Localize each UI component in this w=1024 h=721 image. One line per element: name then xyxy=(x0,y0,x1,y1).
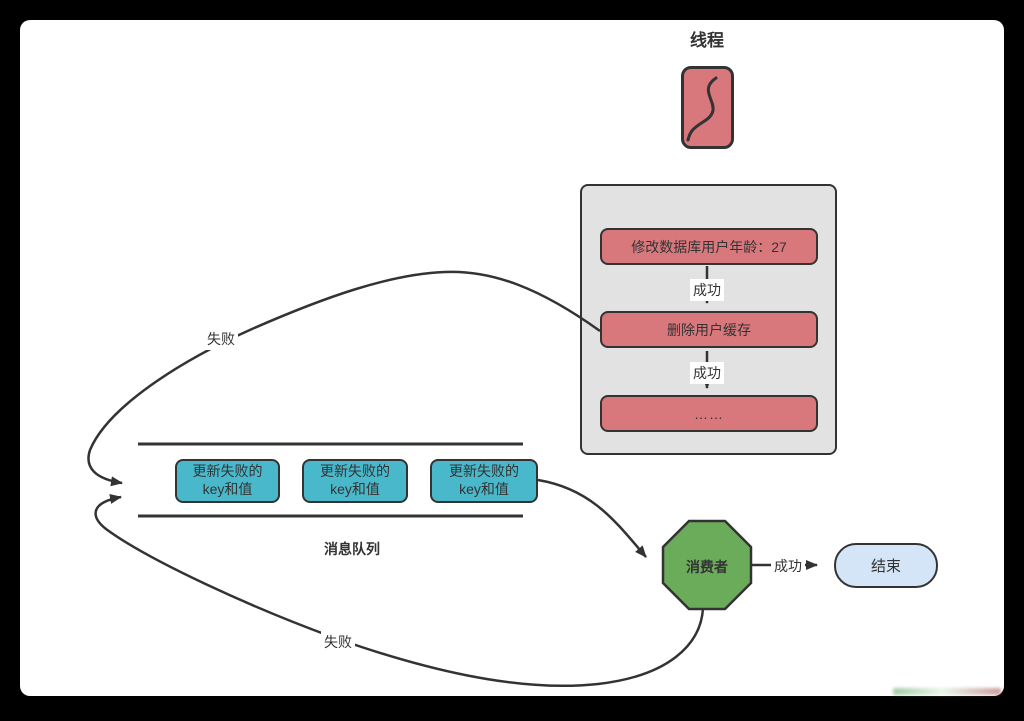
end-node: 结束 xyxy=(834,543,938,588)
thread-icon xyxy=(681,66,734,149)
step-ellipsis: …… xyxy=(600,395,818,432)
step-delete-cache: 删除用户缓存 xyxy=(600,311,818,348)
queue-item-1-line2: key和值 xyxy=(202,481,253,497)
step-update-db: 修改数据库用户年龄：27 xyxy=(600,228,818,265)
queue-item-2: 更新失败的 key和值 xyxy=(302,459,408,503)
end-node-label: 结束 xyxy=(870,558,901,575)
diagram-title: 线程 xyxy=(690,31,724,50)
step-update-db-label: 修改数据库用户年龄：27 xyxy=(631,238,787,255)
watermark-remnant xyxy=(893,688,1001,695)
success-label-2: 成功 xyxy=(690,362,724,384)
queue-item-1: 更新失败的 key和值 xyxy=(175,459,280,503)
queue-item-1-line1: 更新失败的 xyxy=(192,463,263,480)
diagram-canvas xyxy=(20,20,1004,696)
queue-item-3: 更新失败的 key和值 xyxy=(430,459,538,503)
step-delete-cache-label: 删除用户缓存 xyxy=(667,321,751,338)
queue-item-2-line1: 更新失败的 xyxy=(320,463,390,480)
success-label-3: 成功 xyxy=(771,555,805,577)
fail-label-upper: 失败 xyxy=(204,328,238,350)
queue-item-3-line2: key和值 xyxy=(459,481,509,497)
queue-item-2-line2: key和值 xyxy=(330,481,380,497)
consumer-label: 消费者 xyxy=(686,559,728,575)
queue-item-3-line1: 更新失败的 xyxy=(449,463,519,480)
step-ellipsis-label: …… xyxy=(694,405,724,422)
success-label-1: 成功 xyxy=(690,279,724,301)
queue-caption: 消息队列 xyxy=(324,541,380,557)
fail-label-lower: 失败 xyxy=(321,631,355,653)
